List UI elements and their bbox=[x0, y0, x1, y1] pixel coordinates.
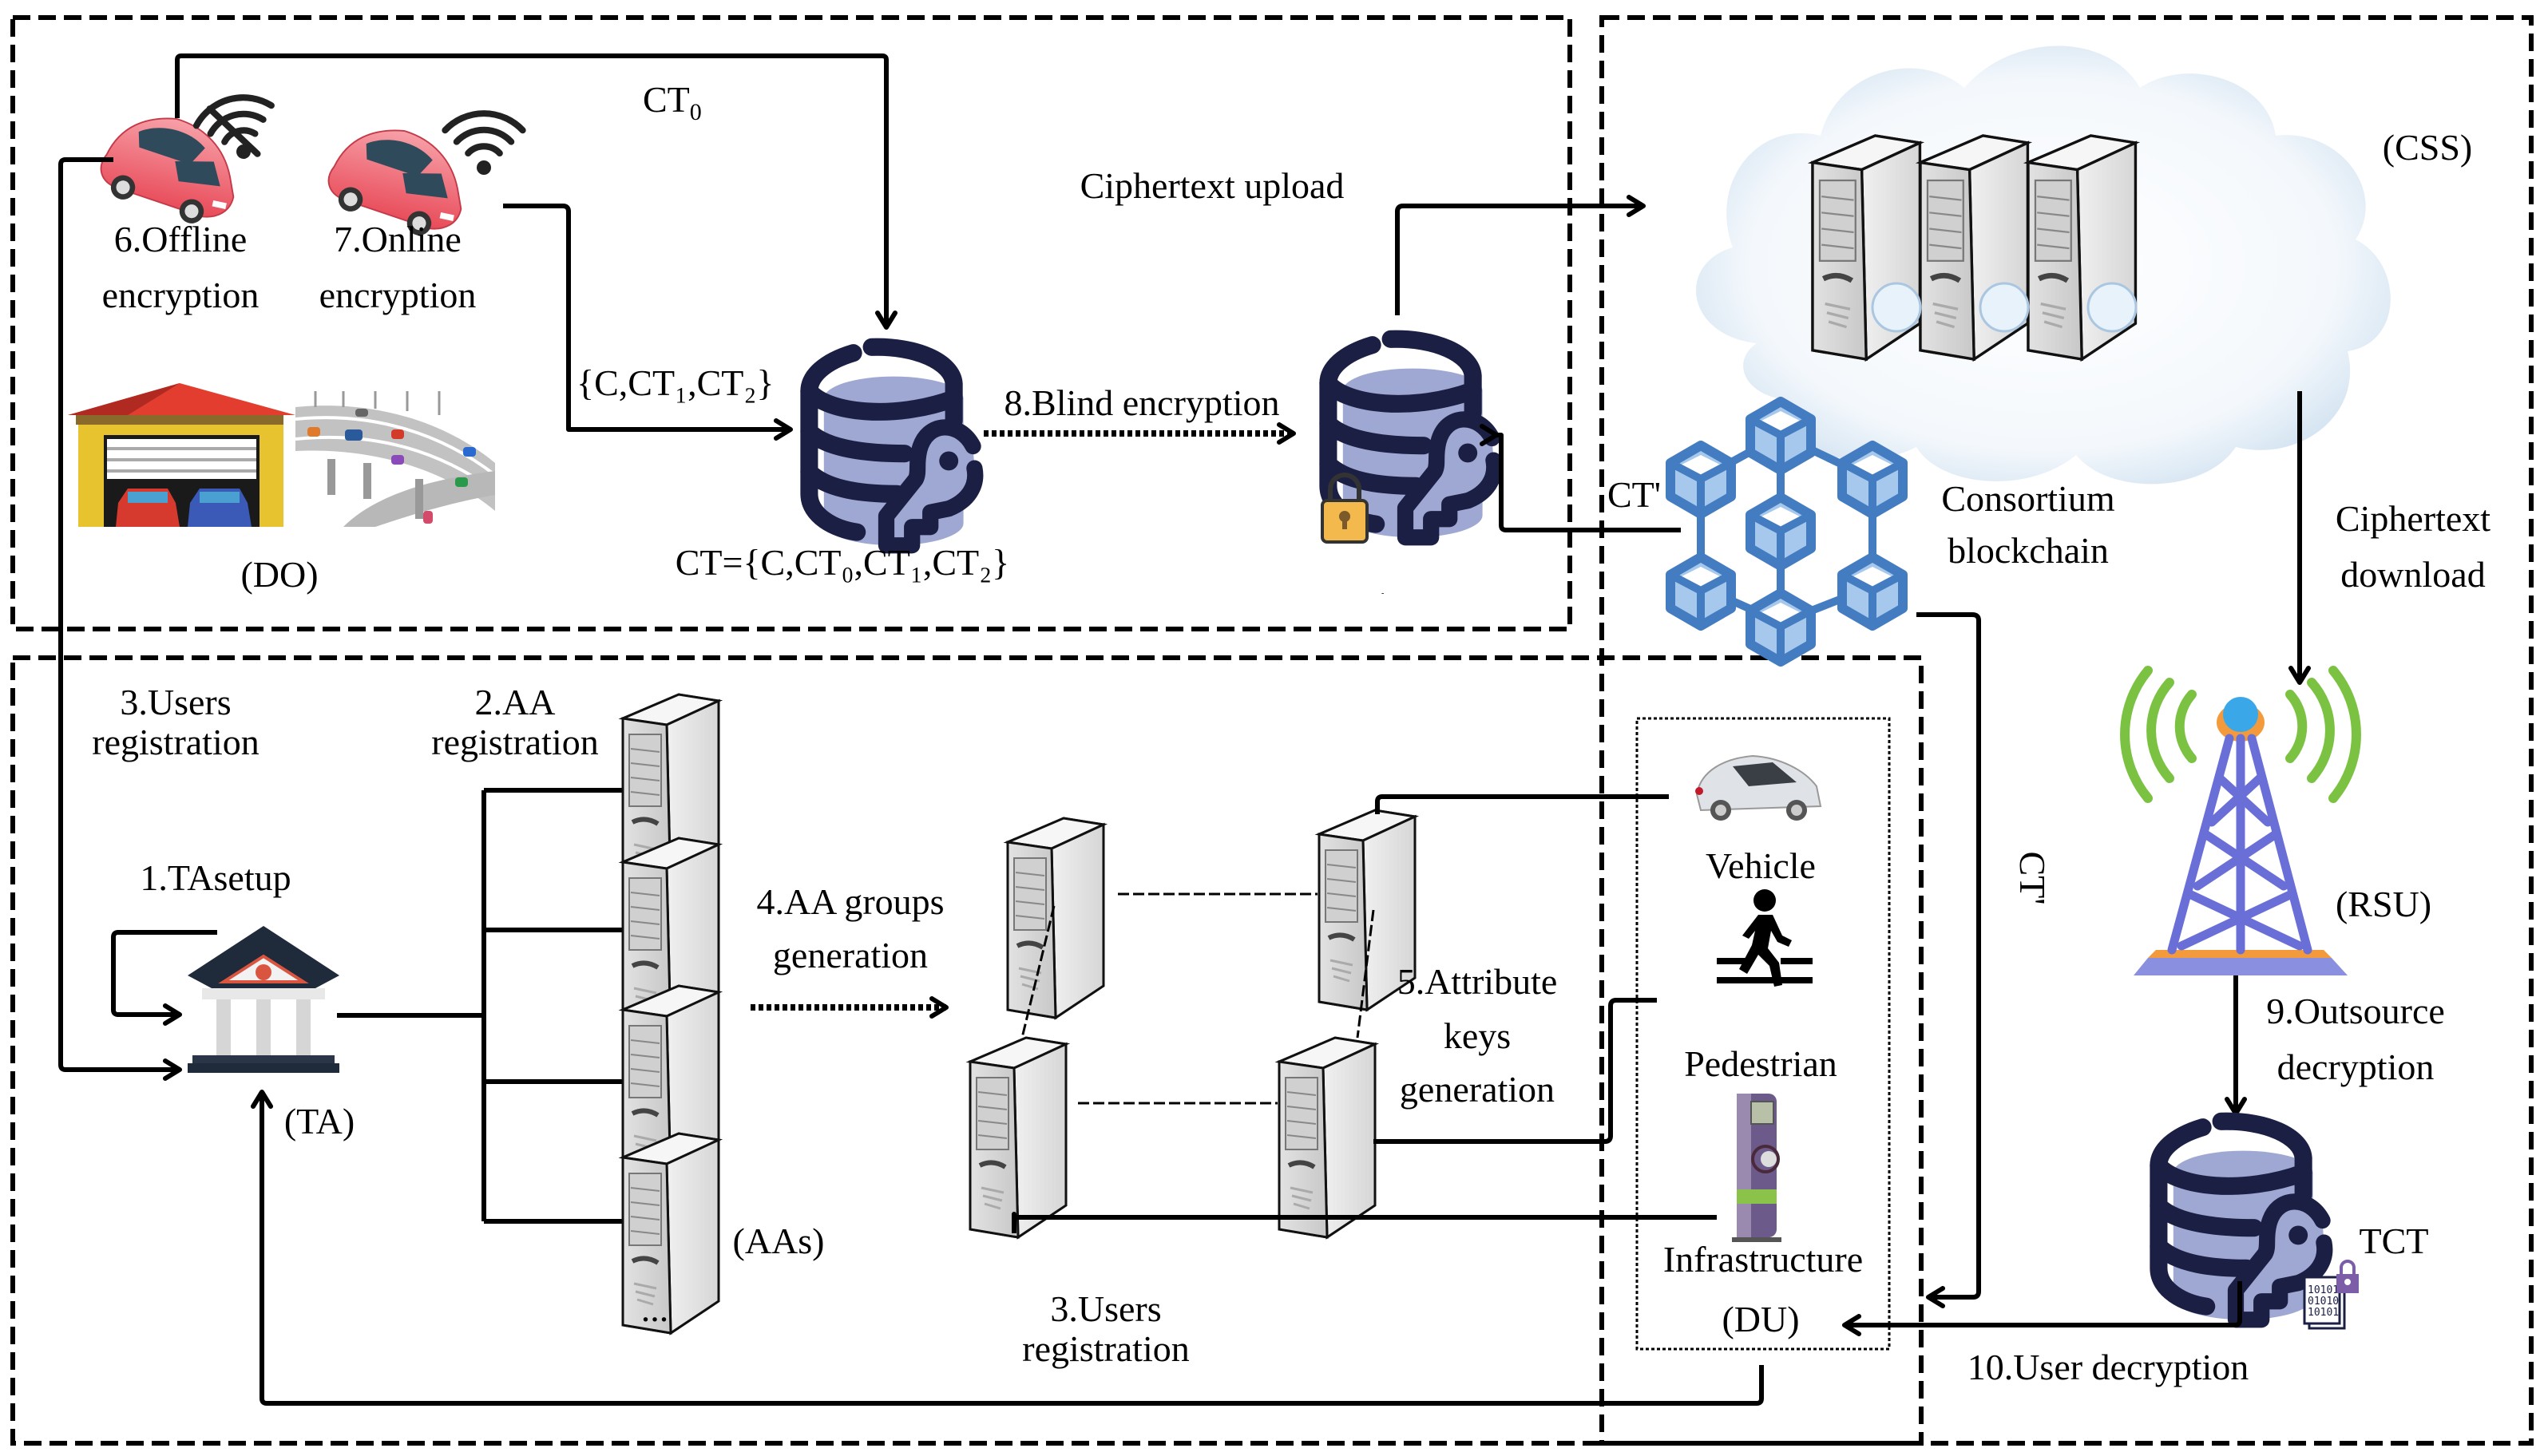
du-to-ta-registration-line bbox=[251, 1090, 1764, 1406]
step2-label-1: 2.AA bbox=[475, 682, 556, 722]
step7-label-2: encryption bbox=[319, 275, 477, 315]
ta-label: (TA) bbox=[284, 1101, 355, 1141]
step4-label-2: generation bbox=[773, 935, 928, 975]
svg-text:10101: 10101 bbox=[2308, 1284, 2339, 1296]
block-cube-icon bbox=[1750, 497, 1811, 566]
rsu-tower-icon bbox=[2120, 666, 2361, 975]
vehicle-car-icon bbox=[1695, 754, 1822, 821]
mini-cloud-icon bbox=[2086, 282, 2138, 333]
database-key-icon bbox=[809, 347, 975, 546]
ta-setup-loop-line bbox=[111, 930, 217, 1026]
group-server-icon bbox=[970, 1038, 1066, 1237]
step2-label-2: registration bbox=[431, 722, 599, 762]
step3-bottom-label-1: 3.Users bbox=[1050, 1288, 1161, 1329]
data-user-label: (DU) bbox=[1722, 1299, 1799, 1339]
aas-label: (AAs) bbox=[733, 1221, 825, 1261]
users-registration-left-line bbox=[58, 157, 182, 1081]
svg-text:01010: 01010 bbox=[2308, 1296, 2339, 1308]
group-link-line bbox=[1020, 905, 1056, 1039]
bank-building-icon bbox=[188, 926, 339, 1073]
full-ciphertext-label: CT={C,CT₀,CT₁,CT₂} bbox=[676, 542, 1010, 583]
ciphertext-upload-label: Ciphertext upload bbox=[1080, 165, 1345, 206]
aa-server-icon bbox=[623, 1134, 719, 1333]
step3-bottom-label-2: registration bbox=[1022, 1328, 1190, 1369]
ct-prime-blockchain-line bbox=[1480, 424, 1681, 532]
mini-cloud-icon bbox=[1871, 282, 1922, 333]
highway-icon bbox=[295, 383, 497, 527]
step3-left-label-1: 3.Users bbox=[120, 682, 231, 722]
blockchain-icon bbox=[1670, 402, 1903, 662]
ct0-flow-line bbox=[175, 53, 898, 330]
data-owner-label: (DO) bbox=[240, 554, 318, 595]
blockchain-label-2: blockchain bbox=[1948, 530, 2109, 571]
authority-region bbox=[10, 655, 1924, 1446]
step1-label: 1.TAsetup bbox=[140, 857, 291, 898]
step5-label-3: generation bbox=[1400, 1069, 1555, 1110]
infrastructure-label: Infrastructure bbox=[1663, 1239, 1863, 1280]
step3-left-label-2: registration bbox=[92, 722, 260, 762]
data-user-box bbox=[1635, 717, 1891, 1351]
ta-to-aa-bus bbox=[337, 788, 623, 1224]
group-server-icon bbox=[1008, 818, 1104, 1018]
step5-label-1: 5.Attribute bbox=[1397, 961, 1558, 1002]
ciphertext-download-label-2: download bbox=[2340, 554, 2485, 595]
step8-label: 8.Blind encryption bbox=[1005, 382, 1280, 423]
block-cube-icon bbox=[1842, 557, 1903, 626]
cloud-region bbox=[1599, 15, 2534, 1446]
group-link-line bbox=[1356, 909, 1375, 1039]
blockchain-to-du-line bbox=[1916, 612, 1981, 1308]
block-cube-icon bbox=[1670, 445, 1731, 514]
step6-label-2: encryption bbox=[102, 275, 260, 315]
block-cube-icon bbox=[1750, 402, 1811, 470]
pedestrian-label: Pedestrian bbox=[1684, 1043, 1837, 1084]
encrypted-document-icon: 10101 01010 10101 bbox=[2303, 1260, 2359, 1330]
wifi-off-icon bbox=[192, 89, 283, 168]
tct-label: TCT bbox=[2360, 1221, 2429, 1261]
online-encryption-flow-line bbox=[503, 204, 793, 441]
ciphertext-download-label-1: Ciphertext bbox=[2336, 498, 2491, 539]
garage-icon bbox=[68, 383, 295, 527]
ev-charger-icon bbox=[1732, 1094, 1781, 1242]
step9-label-2: decryption bbox=[2277, 1046, 2435, 1087]
partial-ciphertext-label: {C,CT₁,CT₂} bbox=[577, 362, 774, 403]
ciphertext-upload-line bbox=[1395, 195, 1646, 315]
padlock-icon bbox=[1321, 473, 1369, 544]
cloud-storage-label: (CSS) bbox=[2383, 127, 2472, 168]
step4-label-1: 4.AA groups bbox=[756, 881, 944, 922]
keys-to-vehicle-line bbox=[1375, 794, 1669, 814]
data-owner-region bbox=[10, 15, 1572, 631]
rsu-label: (RSU) bbox=[2336, 884, 2431, 924]
step7-label-1: 7.Online bbox=[334, 219, 462, 259]
mini-cloud-icon bbox=[1979, 282, 2030, 333]
block-cube-icon bbox=[1670, 557, 1731, 626]
step5-label-2: keys bbox=[1444, 1015, 1511, 1056]
step6-label-1: 6.Offline bbox=[114, 219, 248, 259]
block-cube-icon bbox=[1750, 593, 1811, 662]
ct-prime-vertical-label: CT' bbox=[2012, 851, 2053, 904]
step10-label: 10.User decryption bbox=[1967, 1347, 2249, 1387]
ellipsis-label: ... bbox=[641, 1288, 669, 1329]
keys-to-infrastructure-line bbox=[1012, 1212, 1717, 1233]
ct0-label: CT0 bbox=[643, 79, 702, 125]
step9-label-1: 9.Outsource bbox=[2266, 991, 2445, 1031]
wifi-icon bbox=[445, 113, 522, 175]
user-decryption-line bbox=[1842, 1281, 2242, 1336]
block-cube-icon bbox=[1842, 445, 1903, 514]
vehicle-label: Vehicle bbox=[1706, 845, 1816, 886]
group-server-icon bbox=[1279, 1038, 1375, 1237]
pedestrian-crossing-icon bbox=[1717, 889, 1813, 987]
keys-to-pedestrian-line bbox=[1373, 998, 1657, 1144]
ct-prime-label: CT' bbox=[1607, 474, 1661, 515]
svg-text:10101: 10101 bbox=[2308, 1307, 2339, 1319]
blockchain-label-1: Consortium bbox=[1941, 478, 2114, 519]
tiny-mark: - bbox=[1381, 589, 1384, 598]
